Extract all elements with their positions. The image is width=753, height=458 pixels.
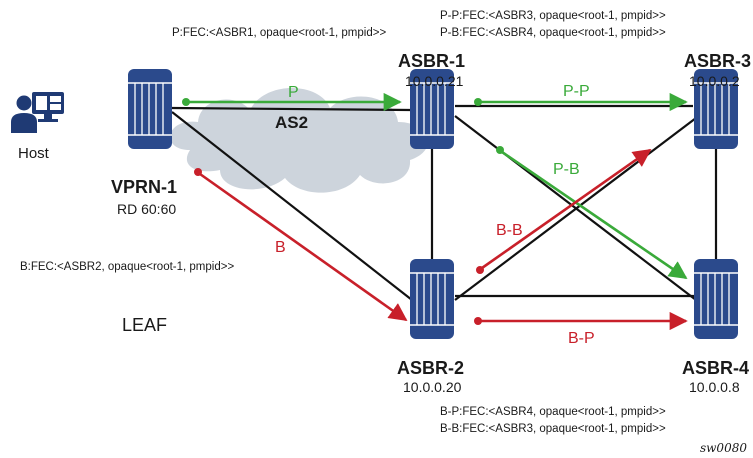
arrow-label-bp: B-P xyxy=(568,330,595,347)
fec-pp: P-P:FEC:<ASBR3, opaque<root-1, pmpid>> xyxy=(440,10,666,22)
asbr4-ip: 10.0.0.8 xyxy=(689,379,740,395)
asbr2-name: ASBR-2 xyxy=(397,358,464,378)
router-asbr2[interactable] xyxy=(409,258,455,340)
vprn1-rd: RD 60:60 xyxy=(117,201,176,217)
link-asbr2-asbr3 xyxy=(454,117,697,301)
asbr2-ip: 10.0.0.20 xyxy=(403,379,462,395)
arrow-label-p: P xyxy=(288,84,299,101)
as2-label: AS2 xyxy=(275,113,308,132)
link-vprn1-asbr2 xyxy=(171,111,413,301)
asbr3-ip: 10.0.0.2 xyxy=(689,73,740,89)
arrow-label-bb: B-B xyxy=(496,222,523,239)
asbr1-name: ASBR-1 xyxy=(398,51,465,71)
arrow-label-pb: P-B xyxy=(553,161,580,178)
asbr4-name: ASBR-4 xyxy=(682,358,749,378)
arrow-bb xyxy=(481,148,652,270)
vprn1-name: VPRN-1 xyxy=(111,177,177,197)
arrow-label-pp: P-P xyxy=(563,83,590,100)
fec-bb: B-B:FEC:<ASBR3, opaque<root-1, pmpid>> xyxy=(440,423,666,435)
asbr1-ip: 10.0.0.21 xyxy=(405,73,464,89)
host-label: Host xyxy=(18,145,50,162)
green-arrows xyxy=(182,92,688,280)
links xyxy=(171,104,718,301)
arrow-label-b: B xyxy=(275,239,286,256)
figure-id: sw0080 xyxy=(700,441,747,455)
asbr3-name: ASBR-3 xyxy=(684,51,751,71)
link-vprn1-asbr1 xyxy=(171,106,411,112)
fec-p: P:FEC:<ASBR1, opaque<root-1, pmpid>> xyxy=(172,27,386,39)
router-asbr4[interactable] xyxy=(693,258,739,340)
as2-cloud xyxy=(170,88,428,193)
fec-bp: B-P:FEC:<ASBR4, opaque<root-1, pmpid>> xyxy=(440,406,666,418)
fec-b: B:FEC:<ASBR2, opaque<root-1, pmpid>> xyxy=(20,261,234,273)
leaf-label: LEAF xyxy=(122,315,167,335)
arrow-pb xyxy=(501,150,688,280)
arrow-b xyxy=(199,172,408,322)
router-vprn1[interactable] xyxy=(127,68,173,150)
fec-pb: P-B:FEC:<ASBR4, opaque<root-1, pmpid>> xyxy=(440,27,666,39)
red-arrows xyxy=(194,148,688,331)
host-icon xyxy=(11,92,64,133)
